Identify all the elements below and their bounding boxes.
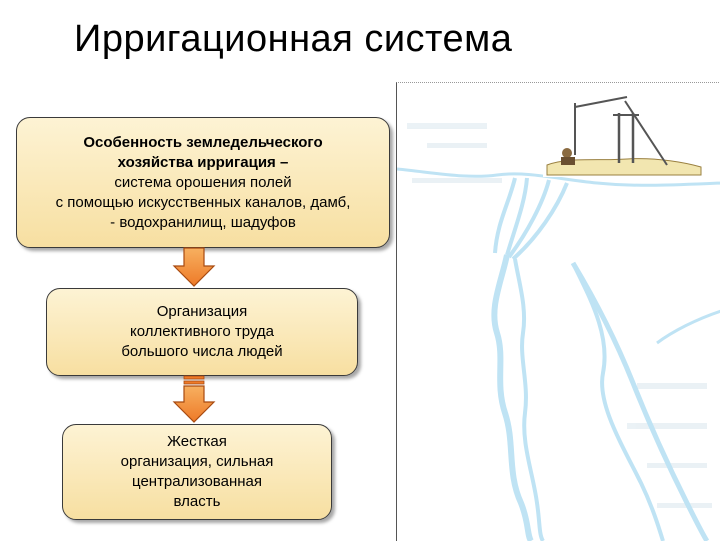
box2-line2: коллективного труда xyxy=(130,323,274,340)
box1-line1: Особенность земледельческого xyxy=(83,133,323,151)
shaduf-illustration xyxy=(543,91,703,177)
box1-line3: система орошения полей xyxy=(114,173,292,191)
nile-river-map xyxy=(396,91,720,543)
nile-map xyxy=(396,82,720,543)
box1-line4: с помощью искусственных каналов, дамб, xyxy=(55,193,351,211)
box2-line1: Организация xyxy=(156,303,248,320)
box3-line4: власть xyxy=(173,493,221,510)
irrigation-definition-box: Особенность земледельческого хозяйства и… xyxy=(16,117,390,248)
page-title: Ирригационная система xyxy=(74,18,513,60)
box1-line5: - водохранилищ, шадуфов xyxy=(110,213,296,231)
down-arrow-icon xyxy=(172,247,216,287)
box3-line2: организация, сильная xyxy=(120,453,274,470)
down-arrow-icon xyxy=(172,375,216,423)
collective-labor-box: Организация коллективного труда большого… xyxy=(46,288,358,376)
box2-line3: большого числа людей xyxy=(121,343,283,360)
box3-line1: Жесткая xyxy=(167,433,227,450)
box1-line2: хозяйства ирригация – xyxy=(117,153,289,171)
box3-line3: централизованная xyxy=(132,473,262,490)
centralized-power-box: Жесткая организация, сильная централизов… xyxy=(62,424,332,520)
